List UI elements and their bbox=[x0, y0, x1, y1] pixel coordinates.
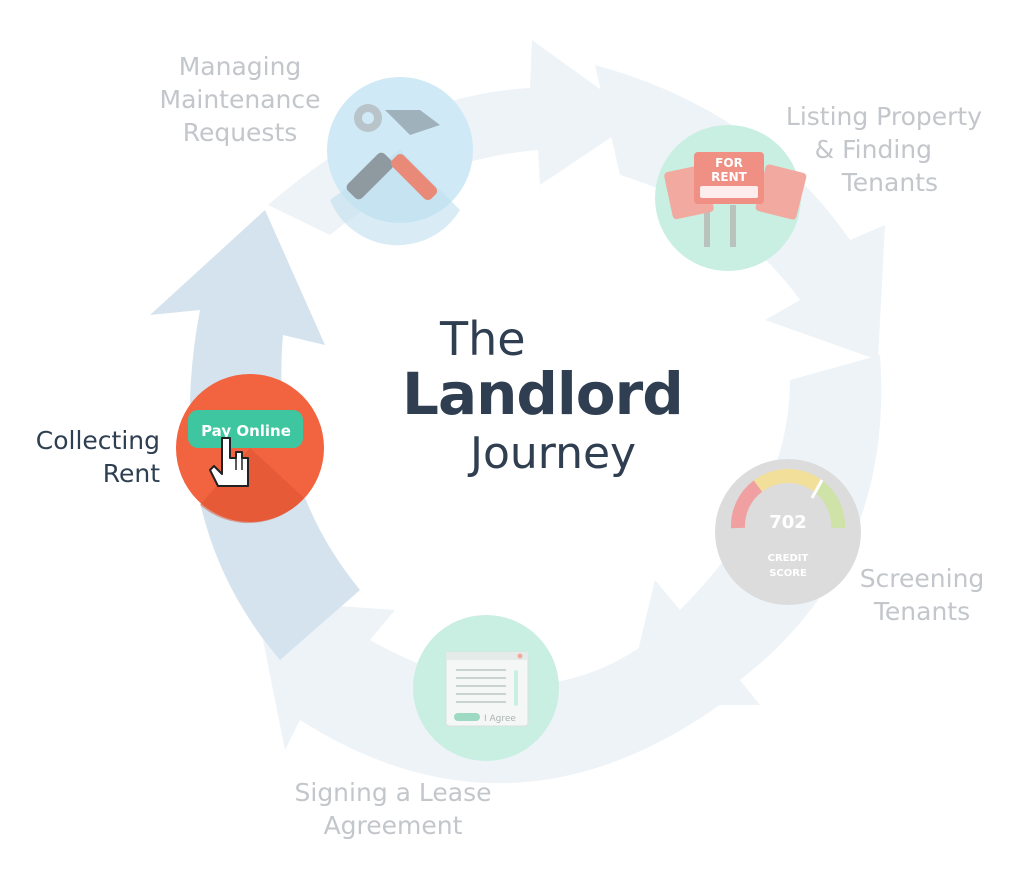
credit-score-label-line1: CREDIT bbox=[768, 553, 809, 564]
collecting-stage-icon: Pay Online bbox=[176, 374, 324, 524]
label-collecting: Collecting Rent bbox=[20, 424, 160, 490]
screening-stage-icon: 702 CREDIT SCORE bbox=[715, 459, 861, 605]
label-screening-line1: Screening bbox=[859, 564, 985, 593]
label-listing: Listing Property & Finding Tenants bbox=[760, 100, 982, 199]
credit-score-value: 702 bbox=[769, 512, 807, 533]
sign-text-rent: RENT bbox=[711, 170, 747, 184]
pointing-hand-icon bbox=[209, 437, 249, 487]
label-listing-line1: Listing Property bbox=[785, 102, 982, 131]
agree-text: I Agree bbox=[484, 714, 516, 724]
sign-text-for: FOR bbox=[715, 156, 743, 170]
for-rent-signs-icon: FOR RENT bbox=[664, 152, 807, 247]
lease-document-icon: I Agree bbox=[445, 651, 529, 727]
label-screening: Screening Tenants bbox=[842, 562, 1002, 628]
label-maintenance-line3: Requests bbox=[182, 118, 298, 147]
pay-online-button[interactable]: Pay Online bbox=[188, 410, 303, 448]
label-listing-line2: & Finding bbox=[814, 135, 932, 164]
label-maintenance-line2: Maintenance bbox=[159, 85, 321, 114]
label-maintenance-line1: Managing bbox=[178, 52, 302, 81]
label-listing-line3: Tenants bbox=[841, 168, 938, 197]
maintenance-stage-icon bbox=[327, 77, 473, 246]
label-screening-line2: Tenants bbox=[873, 597, 971, 626]
label-signing: Signing a Lease Agreement bbox=[283, 776, 503, 842]
label-signing-line2: Agreement bbox=[323, 811, 463, 840]
label-collecting-line2: Rent bbox=[102, 459, 160, 488]
wrench-hammer-icon bbox=[346, 104, 440, 201]
signing-stage-icon: I Agree bbox=[413, 615, 559, 761]
label-maintenance: Managing Maintenance Requests bbox=[140, 50, 340, 149]
credit-score-gauge-icon: 702 CREDIT SCORE bbox=[730, 469, 846, 579]
pay-online-label: Pay Online bbox=[201, 422, 291, 440]
listing-stage-icon: FOR RENT bbox=[655, 125, 807, 271]
label-collecting-line1: Collecting bbox=[35, 426, 160, 455]
label-signing-line1: Signing a Lease bbox=[294, 778, 492, 807]
credit-score-label-line2: SCORE bbox=[769, 568, 807, 579]
